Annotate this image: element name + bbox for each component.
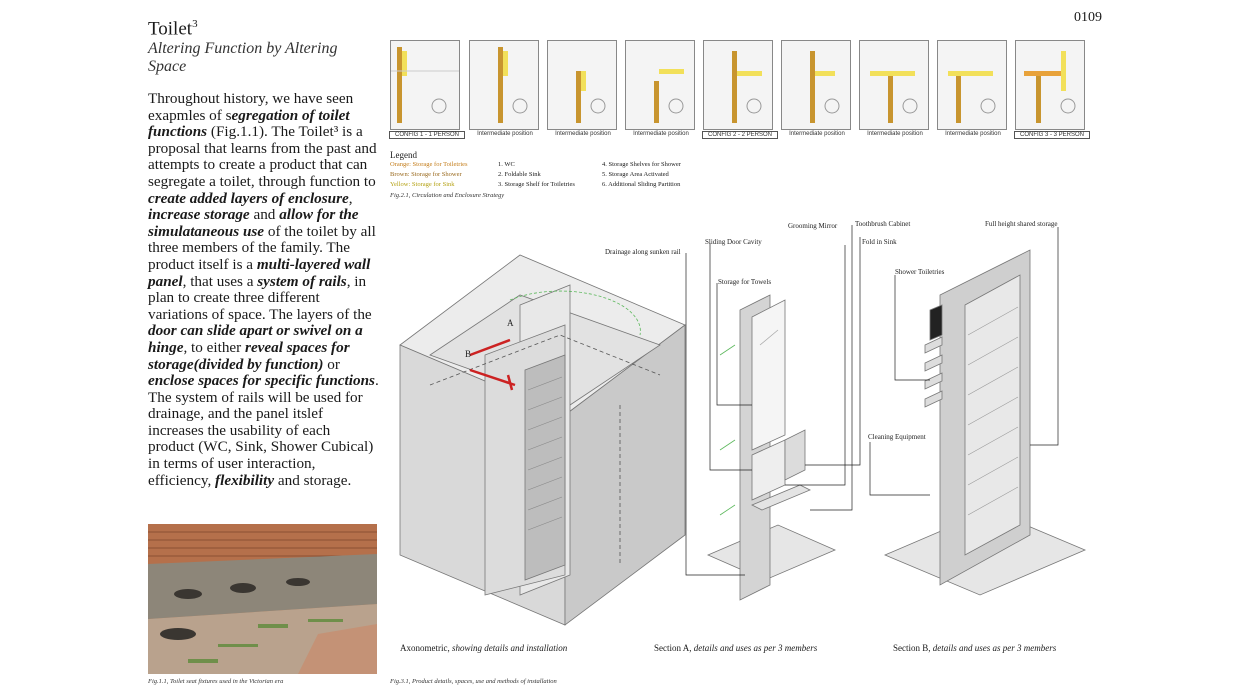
- section-a-caption: Section A, details and uses as per 3 mem…: [654, 643, 817, 653]
- legend-item: 3. Storage Shelf for Toiletries: [498, 181, 575, 188]
- caption-text: Section A,: [654, 643, 694, 653]
- legend-item: 2. Foldable Sink: [498, 171, 541, 178]
- config-diagram: Intermediate position: [937, 40, 1007, 137]
- legend-numbers-2: 4. Storage Shelves for Shower 5. Storage…: [602, 160, 681, 190]
- legend-title: Legend: [390, 150, 417, 160]
- body-emphasis: door can slide apart or swivel on a hing…: [148, 322, 363, 356]
- label-a: A: [507, 318, 514, 328]
- title-superscript: 3: [192, 18, 198, 30]
- label-toothbrush: Toothbrush Cabinet: [855, 220, 911, 228]
- config-plan-drawing: [1024, 51, 1076, 123]
- body-text: of the toilet by all three members of th…: [148, 222, 376, 273]
- axonometric-caption: Axonometric, showing details and install…: [400, 643, 567, 653]
- body-emphasis: enclose spaces for specific functions: [148, 372, 375, 390]
- config-label: CONFIG 3 - 3 PERSON: [1014, 131, 1090, 139]
- body-text: ,: [348, 189, 353, 207]
- body-text: Throughout history, we have seen exapmle…: [148, 90, 354, 124]
- config-label: Intermediate position: [477, 131, 533, 137]
- label-shower-toiletries: Shower Toiletries: [895, 268, 945, 276]
- legend-item: 1. WC: [498, 161, 515, 168]
- config-plan-drawing: [732, 51, 762, 123]
- config-label: Intermediate position: [555, 131, 611, 137]
- label-full-height: Full height shared storage: [985, 220, 1058, 228]
- drawings-svg: [399, 225, 1087, 626]
- section-b-caption: Section B, details and uses as per 3 mem…: [893, 643, 1056, 653]
- body-text: or: [323, 355, 340, 373]
- page-number: 0109: [1074, 10, 1102, 25]
- config-plan-drawing: [391, 47, 459, 123]
- fig31-caption: Fig.3.1, Product details, spaces, use an…: [390, 678, 557, 685]
- config-label: Intermediate position: [789, 131, 845, 137]
- label-fold-sink: Fold in Sink: [862, 238, 897, 246]
- body-emphasis: increase storage: [148, 206, 250, 224]
- body-text: . The system of rails will be used for d…: [148, 372, 379, 489]
- body-paragraph: Throughout history, we have seen exapmle…: [148, 90, 380, 489]
- config-plan-drawing: [870, 71, 918, 123]
- body-emphasis: reveal spaces for storage(divided by fun…: [148, 338, 350, 373]
- config-diagram: CONFIG 3 - 3 PERSON: [1014, 40, 1090, 139]
- label-drainage: Drainage along sunken rail: [605, 248, 681, 256]
- config-diagram: CONFIG 1 - 1 PERSON: [389, 40, 465, 139]
- title-text: Toilet: [148, 18, 193, 40]
- config-plan-drawing: [654, 69, 684, 123]
- body-emphasis: system of rails: [257, 272, 347, 290]
- config-label: CONFIG 2 - 2 PERSON: [702, 131, 778, 139]
- config-plan-drawing: [948, 71, 996, 123]
- body-text: , to either: [183, 338, 246, 356]
- legend-item: 4. Storage Shelves for Shower: [602, 161, 681, 168]
- body-text: and: [249, 206, 280, 224]
- fig21-caption: Fig.2.1, Circulation and Enclosure Strat…: [390, 192, 505, 199]
- body-emphasis: allow for the simulataneous use: [148, 206, 359, 240]
- legend-item: Orange: Storage for Toiletries: [390, 161, 468, 168]
- caption-text: Axonometric,: [400, 643, 452, 653]
- config-plan-drawing: [576, 71, 606, 123]
- config-diagram: Intermediate position: [781, 40, 851, 137]
- victorian-toilet-photo: [148, 524, 377, 674]
- config-label: Intermediate position: [867, 131, 923, 137]
- config-label: CONFIG 1 - 1 PERSON: [389, 131, 465, 139]
- config-diagram: Intermediate position: [625, 40, 695, 137]
- photo-caption: Fig.1.1, Toilet seat fixtures used in th…: [148, 678, 284, 685]
- body-text: , in plan to create three different vari…: [148, 272, 372, 323]
- section-b-drawing: [883, 249, 1087, 596]
- config-diagram: Intermediate position: [469, 40, 539, 137]
- axonometric-drawing: [399, 254, 686, 626]
- legend-item: 5. Storage Area Activated: [602, 171, 669, 178]
- page-subtitle: Altering Function by Altering Space: [148, 40, 338, 75]
- leader-lines: [685, 225, 1059, 576]
- config-plan-drawing: [810, 51, 840, 123]
- body-emphasis: create added layers of enclosure: [148, 189, 349, 207]
- label-b: B: [465, 349, 472, 359]
- body-text: and storage.: [274, 471, 352, 489]
- label-mirror: Grooming Mirror: [788, 222, 838, 230]
- body-emphasis: flexibility: [215, 471, 275, 489]
- body-text: , that uses a: [182, 272, 258, 290]
- body-emphasis: egregation of toilet functions: [148, 106, 350, 141]
- config-label: Intermediate position: [633, 131, 689, 137]
- label-sliding-door: Sliding Door Cavity: [705, 238, 762, 246]
- config-diagram: Intermediate position: [547, 40, 617, 137]
- legend-item: Yellow: Storage for Sink: [390, 181, 455, 188]
- label-towels: Storage for Towels: [718, 278, 772, 286]
- caption-italic: showing details and installation: [452, 643, 568, 653]
- legend-numbers-1: 1. WC 2. Foldable Sink 3. Storage Shelf …: [498, 160, 575, 190]
- legend-item: Brown: Storage for Shower: [390, 171, 462, 178]
- config-diagram: CONFIG 2 - 2 PERSON: [702, 40, 778, 139]
- configuration-strip: CONFIG 1 - 1 PERSON Intermediate positio…: [389, 40, 1090, 145]
- caption-text: Section B,: [893, 643, 933, 653]
- legend-item: 6. Additional Sliding Partition: [602, 181, 681, 188]
- technical-drawings: Drainage along sunken rail Sliding Door …: [390, 205, 1110, 653]
- label-cleaning: Cleaning Equipment: [868, 433, 926, 441]
- caption-italic: details and uses as per 3 members: [693, 643, 818, 653]
- config-label: Intermediate position: [945, 131, 1001, 137]
- legend: Legend Orange: Storage for Toiletries Br…: [390, 150, 681, 188]
- config-diagram: Intermediate position: [859, 40, 929, 137]
- body-emphasis: multi-layered wall panel: [148, 255, 371, 290]
- caption-italic: details and uses as per 3 members: [932, 643, 1057, 653]
- legend-colors: Orange: Storage for Toiletries Brown: St…: [390, 160, 468, 190]
- section-a-drawing: [706, 294, 837, 601]
- page-title: Toilet3: [148, 18, 198, 40]
- body-text: (Fig.1.1). The Toilet³ is a proposal tha…: [148, 123, 377, 190]
- config-plan-drawing: [498, 47, 528, 123]
